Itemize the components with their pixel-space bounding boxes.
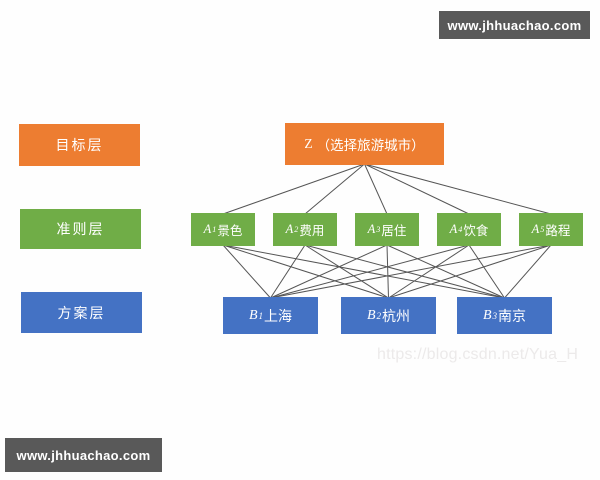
legend-goal-label: 目标层 [55, 137, 104, 153]
legend-goal-layer: 目标层 [19, 124, 140, 166]
alternative-subscript: 2 [376, 310, 382, 321]
watermark-bottom-left: www.jhhuachao.com [5, 438, 162, 472]
watermark-text: www.jhhuachao.com [16, 447, 151, 463]
alternative-variable: B [482, 307, 492, 323]
alternative-variable: B [248, 307, 258, 323]
criterion-name: 路程 [545, 224, 571, 238]
criterion-subscript: 3 [376, 225, 381, 234]
alternative-subscript: 1 [258, 310, 264, 321]
criterion-variable: A [203, 222, 212, 236]
legend-alternative-layer: 方案层 [21, 292, 142, 333]
goal-variable: Z [304, 136, 313, 151]
legend-criteria-label: 准则层 [56, 221, 105, 237]
criterion-name: 居住 [381, 224, 407, 238]
alternative-name: 杭州 [382, 307, 411, 324]
csdn-watermark: https://blog.csdn.net/Yua_H [377, 346, 579, 363]
criterion-subscript: 2 [294, 225, 299, 234]
criterion-variable: A [531, 222, 540, 236]
criterion-variable: A [449, 222, 458, 236]
alternative-name: 上海 [264, 307, 293, 324]
criterion-subscript: 1 [212, 225, 217, 234]
goal-name: （选择旅游城市） [316, 138, 425, 153]
watermark-text: www.jhhuachao.com [447, 17, 582, 33]
legend-alternative-label: 方案层 [57, 304, 106, 321]
criterion-subscript: 4 [458, 225, 463, 234]
criterion-name: 饮食 [463, 224, 489, 238]
criterion-name: 景色 [217, 224, 243, 238]
alternative-subscript: 3 [492, 310, 498, 321]
watermark-top-right: www.jhhuachao.com [439, 11, 590, 39]
legend-criteria-layer: 准则层 [20, 209, 141, 249]
alternative-variable: B [366, 307, 376, 323]
criterion-variable: A [367, 222, 376, 236]
criterion-variable: A [285, 222, 294, 236]
criterion-name: 费用 [299, 224, 325, 238]
alternative-name: 南京 [498, 307, 527, 324]
criterion-subscript: 5 [540, 225, 545, 234]
node-goal-z: Z（选择旅游城市） [285, 123, 444, 165]
